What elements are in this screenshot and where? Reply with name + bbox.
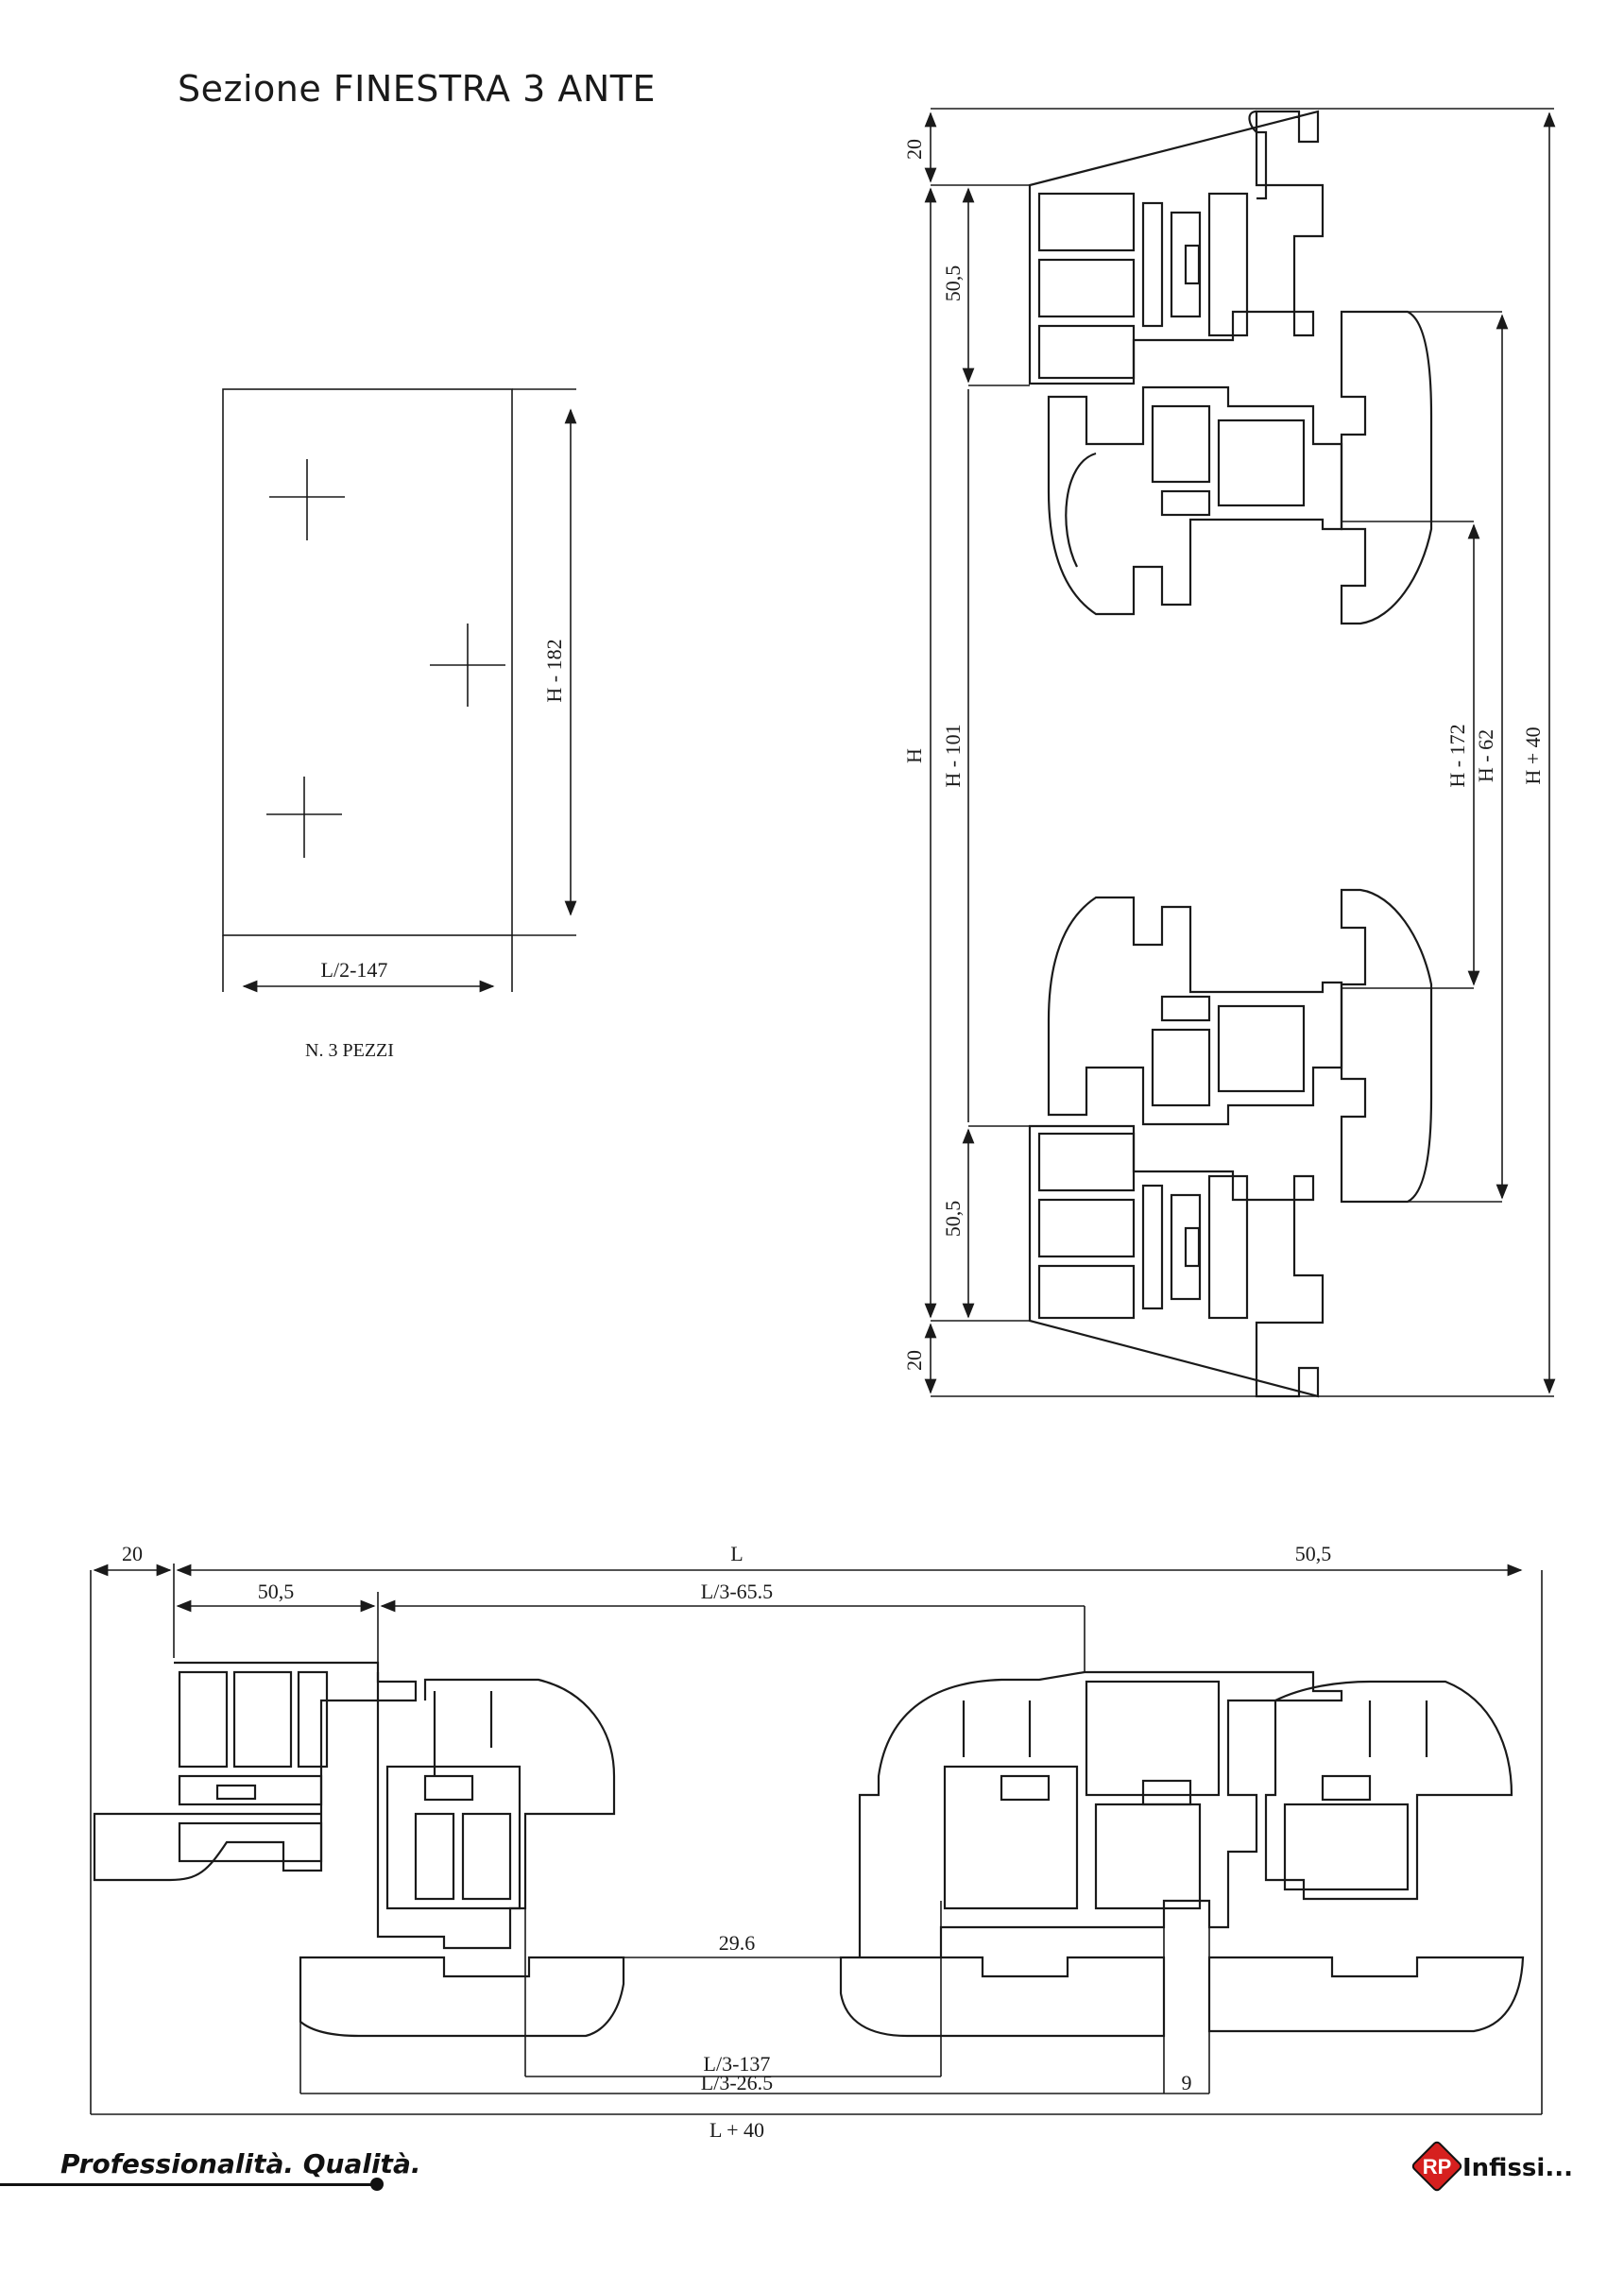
h-label-l3-137: L/3-137 bbox=[704, 2052, 771, 2076]
h-label-left-20: 20 bbox=[122, 1542, 143, 1565]
h-label-right-50-5: 50,5 bbox=[1295, 1542, 1332, 1565]
lower-sash-profile bbox=[1047, 896, 1343, 1126]
h-label-l3-26-5: L/3-26.5 bbox=[701, 2071, 773, 2094]
h-right-sash-profile bbox=[1264, 1680, 1513, 1901]
h-label-left-50-5: 50,5 bbox=[258, 1580, 295, 1603]
company-logo: RP Infissi... bbox=[1408, 2137, 1597, 2203]
v-label-h-plus-40: H + 40 bbox=[1521, 726, 1545, 784]
v-label-upper-50-5: 50,5 bbox=[941, 265, 965, 302]
v-label-bottom-20: 20 bbox=[902, 1350, 926, 1371]
cross-mark bbox=[430, 624, 505, 707]
glass-pane-outline bbox=[222, 388, 513, 936]
h-center-transom-profile bbox=[858, 1670, 1343, 1957]
v-label-h-minus-172: H - 172 bbox=[1445, 724, 1469, 787]
piece-quantity-note: N. 3 PEZZI bbox=[305, 1040, 394, 1061]
h-right-cover-profile bbox=[1207, 1956, 1525, 2033]
glass-piece-drawing bbox=[222, 388, 577, 993]
vertical-section bbox=[924, 108, 1556, 1398]
footer-tagline: Professionalità. Qualità. bbox=[60, 2148, 421, 2179]
h-label-l: L bbox=[730, 1542, 743, 1565]
cross-mark bbox=[266, 777, 342, 858]
lower-frame-profile bbox=[1028, 1124, 1325, 1398]
footer-rule bbox=[0, 2183, 376, 2186]
page-title: Sezione FINESTRA 3 ANTE bbox=[178, 68, 656, 110]
piece-width-label: L/2-147 bbox=[321, 958, 388, 982]
logo-wordmark: Infissi... bbox=[1462, 2154, 1573, 2182]
h-label-9: 9 bbox=[1182, 2071, 1192, 2094]
v-label-h-minus-101: H - 101 bbox=[941, 724, 965, 787]
cross-mark bbox=[269, 459, 345, 540]
v-label-lower-50-5: 50,5 bbox=[941, 1201, 965, 1238]
piece-height-label: H - 182 bbox=[542, 639, 566, 702]
horizontal-section bbox=[90, 1564, 1543, 2115]
h-left-sash-profile bbox=[376, 1672, 616, 1950]
footer-rule-dot bbox=[370, 2178, 384, 2191]
v-label-top-20: 20 bbox=[902, 139, 926, 160]
h-left-frame-profile bbox=[93, 1661, 418, 1882]
upper-frame-profile bbox=[1028, 110, 1325, 385]
v-label-h: H bbox=[902, 748, 926, 763]
h-label-29-6: 29.6 bbox=[719, 1931, 756, 1955]
v-label-h-minus-62: H - 62 bbox=[1474, 729, 1497, 782]
upper-sash-profile bbox=[1047, 385, 1343, 616]
lower-cover-profile bbox=[1340, 888, 1433, 1204]
upper-cover-profile bbox=[1340, 310, 1433, 625]
h-left-cover-profile bbox=[299, 1956, 625, 2038]
logo-letters: RP bbox=[1423, 2155, 1452, 2179]
logo-badge-icon: RP bbox=[1411, 2141, 1462, 2192]
h-label-l3-65-5: L/3-65.5 bbox=[701, 1580, 773, 1603]
h-center-cover-profile bbox=[839, 1956, 1166, 2038]
h-label-l-plus-40: L + 40 bbox=[709, 2118, 764, 2142]
